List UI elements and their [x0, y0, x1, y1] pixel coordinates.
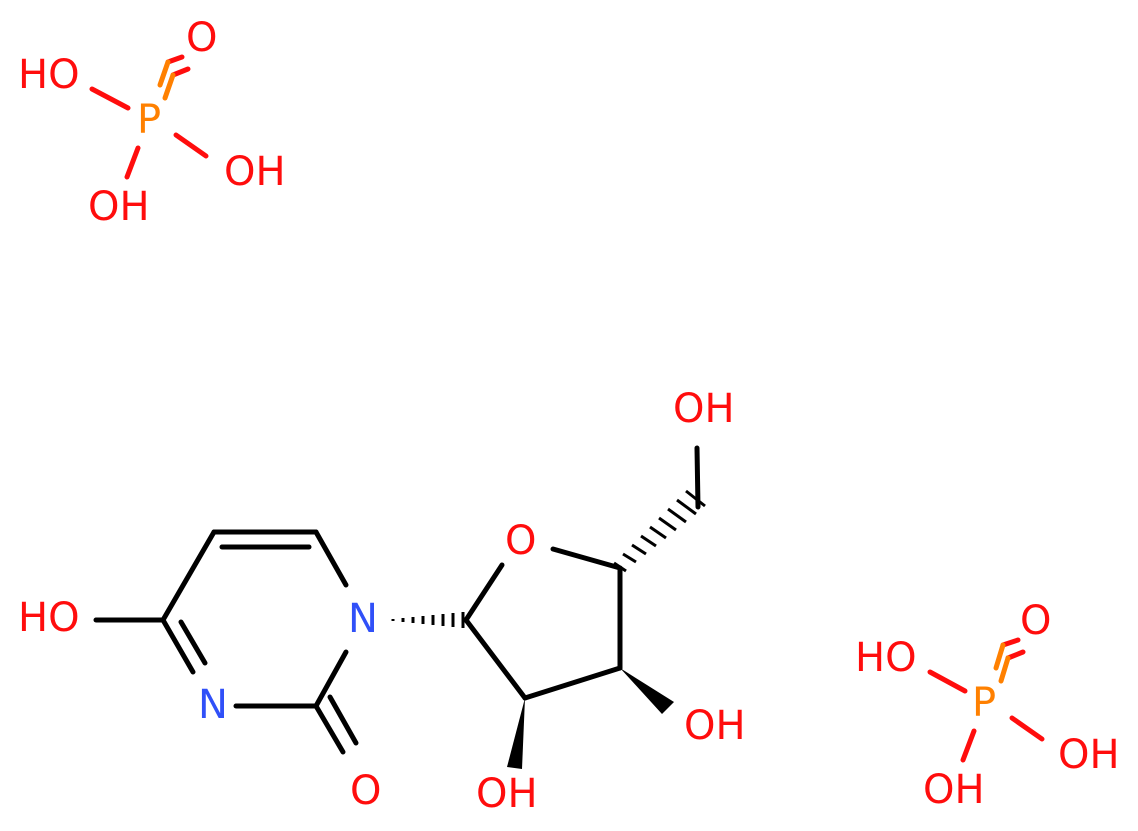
bond-c3-c2 [522, 665, 623, 701]
ho-c4: HO [18, 595, 80, 641]
n1-atom: N [348, 596, 378, 642]
bond-c2-n1 [313, 649, 349, 709]
p2-phosphorus: P [972, 680, 996, 726]
bond-p1-oh-bottom [124, 145, 141, 180]
phosphoric-acid-2: HO O P OH OH [855, 598, 1120, 813]
pyrimidine-ring: N N HO O [18, 529, 381, 814]
bond-c5-c4 [160, 529, 217, 623]
bond-p1-o-b [170, 66, 191, 78]
bond-p2-o-a-p [993, 642, 1006, 671]
ribose-ring: O OH OH OH [391, 386, 746, 817]
bond-p2-ho [927, 669, 968, 694]
bond-c4-n3-inner [178, 619, 208, 666]
oh-c2prime: OH [476, 771, 538, 817]
bond-p2-oh-right [1009, 715, 1045, 742]
phosphoric-acid-1: HO O P OH OH [18, 15, 286, 230]
wedge-c2-oh [507, 698, 525, 769]
bond-p2-o-b-p [998, 655, 1011, 684]
ring-oxygen: O [505, 518, 536, 564]
bond-p1-oh-right [173, 132, 209, 159]
oh-c3prime: OH [684, 703, 746, 749]
p1-oh-bottom: OH [88, 184, 150, 230]
bond-c1-o4 [463, 562, 505, 623]
o-c2: O [350, 768, 381, 814]
p2-oh-bottom: OH [923, 767, 985, 813]
p2-oh-right: OH [1058, 732, 1120, 778]
bond-c2-o-inner [327, 694, 359, 746]
bond-o4-c4 [550, 546, 623, 571]
bond-p2-o-b [1005, 649, 1026, 661]
p2-ho-left: HO [855, 635, 917, 681]
bond-p1-ho [89, 86, 131, 111]
bond-p1-o-a-p [157, 59, 171, 88]
bond-c6-n1 [313, 529, 349, 588]
hash-bond-c4-c5 [613, 489, 706, 573]
p1-oh-right: OH [224, 149, 286, 195]
p1-o-top: O [186, 15, 217, 61]
hash-bond-c1-n1 [391, 612, 465, 628]
bond-c2-o [313, 703, 346, 755]
n3-atom: N [198, 682, 228, 728]
bond-c5-oh [694, 445, 701, 510]
p2-o-top: O [1020, 598, 1051, 644]
bond-p2-oh-bottom [960, 728, 977, 763]
bond-c4-n3 [160, 617, 196, 675]
wedge-c3-oh [620, 668, 674, 714]
bond-p1-o-b-p [162, 72, 176, 101]
p1-phosphorus: P [137, 97, 161, 143]
bond-c2-c1 [463, 617, 528, 701]
oh-c5prime: OH [673, 386, 735, 432]
bond-p2-o-a [1000, 637, 1021, 648]
p1-ho-left: HO [18, 52, 80, 98]
